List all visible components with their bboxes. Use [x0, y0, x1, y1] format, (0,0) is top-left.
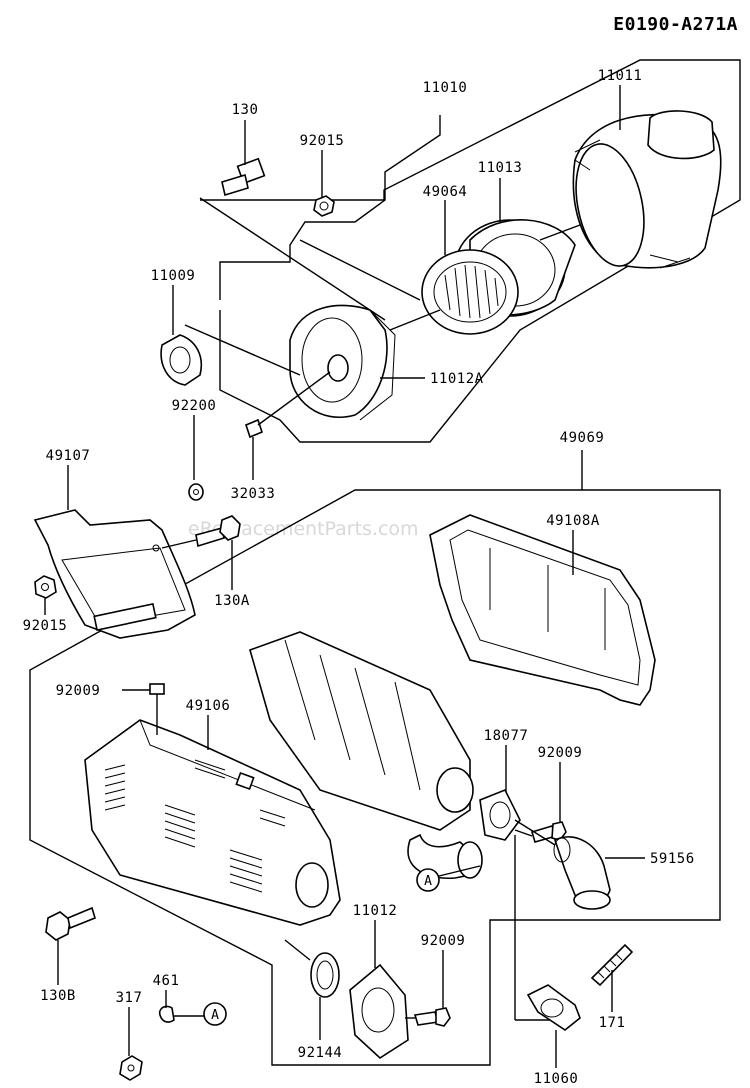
label-130B: 130B: [40, 988, 76, 1004]
part-130A-bolt: [195, 515, 241, 548]
label-92015-left: 92015: [23, 618, 68, 634]
dash-92009-mid: [514, 829, 533, 837]
part-11009-gasket: [160, 334, 202, 386]
part-92009-screw-bot: [413, 1007, 451, 1027]
part-461-clip: [158, 1005, 175, 1023]
svg-text:A: A: [424, 874, 432, 889]
part-92015-nut-left: [34, 575, 57, 599]
label-49064: 49064: [423, 184, 468, 200]
label-171: 171: [599, 1015, 626, 1031]
dash-92144: [284, 939, 311, 961]
label-130A: 130A: [214, 593, 250, 609]
label-92009-bot: 92009: [421, 933, 466, 949]
label-92200: 92200: [172, 398, 217, 414]
label-59156: 59156: [650, 851, 695, 867]
part-92200-washer: [188, 483, 204, 501]
label-32033: 32033: [231, 486, 276, 502]
dash-elem-line: [389, 309, 441, 331]
label-92144: 92144: [298, 1045, 343, 1061]
callout-a-bot: A: [203, 1002, 227, 1026]
part-49106-cover: [84, 719, 341, 926]
bracket-49069: [29, 450, 721, 1066]
part-49064-inner: [421, 249, 519, 335]
label-11012: 11012: [353, 903, 398, 919]
watermark: eReplacementParts.com: [188, 518, 419, 540]
part-59156-elbow: [553, 836, 611, 910]
label-49108A: 49108A: [546, 513, 600, 529]
part-32033-stud: [245, 371, 331, 439]
label-11013: 11013: [478, 160, 523, 176]
part-11011-cover: [572, 110, 722, 269]
callout-a-mid: A: [416, 868, 440, 892]
leader-callout-a-mid: [438, 865, 481, 877]
label-130: 130: [232, 102, 259, 118]
dash-130A: [161, 539, 197, 549]
part-92015-nut-top: [313, 195, 335, 217]
dash-nut-line: [299, 239, 421, 301]
label-317: 317: [116, 990, 143, 1006]
label-92009-mid: 92009: [538, 745, 583, 761]
diagram-code: E0190-A271A: [613, 14, 738, 35]
label-11011: 11011: [598, 68, 643, 84]
part-49108A-shield: [429, 514, 656, 706]
label-11009: 11009: [151, 268, 196, 284]
label-461: 461: [153, 973, 180, 989]
label-49106: 49106: [186, 698, 231, 714]
label-11010: 11010: [423, 80, 468, 96]
label-92015-top: 92015: [300, 133, 345, 149]
part-130-bolt: [221, 157, 266, 197]
part-49107-shield: [33, 509, 196, 639]
bracket-11010-outline: [200, 59, 741, 443]
label-49069: 49069: [560, 430, 605, 446]
dash-59156: [514, 819, 556, 846]
dash-cover-line: [539, 224, 581, 241]
label-11060: 11060: [534, 1071, 579, 1087]
part-317-nut: [119, 1055, 143, 1081]
dash-base-line: [184, 324, 301, 376]
part-171-stud: [590, 943, 634, 987]
part-92009-screw-mid: [531, 821, 567, 843]
part-11012-flange: [349, 963, 409, 1060]
part-92009-screw-left: [149, 683, 165, 735]
part-11012A-base: [289, 304, 396, 421]
label-92009-left: 92009: [56, 683, 101, 699]
label-18077: 18077: [484, 728, 529, 744]
part-130B-bolt: [45, 906, 96, 941]
part-muffler-body: [249, 631, 483, 880]
label-11012A: 11012A: [430, 371, 484, 387]
dash-bolt-line: [199, 197, 386, 321]
part-92144-ring: [310, 952, 340, 998]
label-49107: 49107: [46, 448, 91, 464]
part-11060-gasket: [526, 984, 581, 1031]
bracket-11010: [219, 115, 441, 300]
svg-text:A: A: [211, 1008, 219, 1023]
part-18077-gasket: [479, 788, 521, 841]
